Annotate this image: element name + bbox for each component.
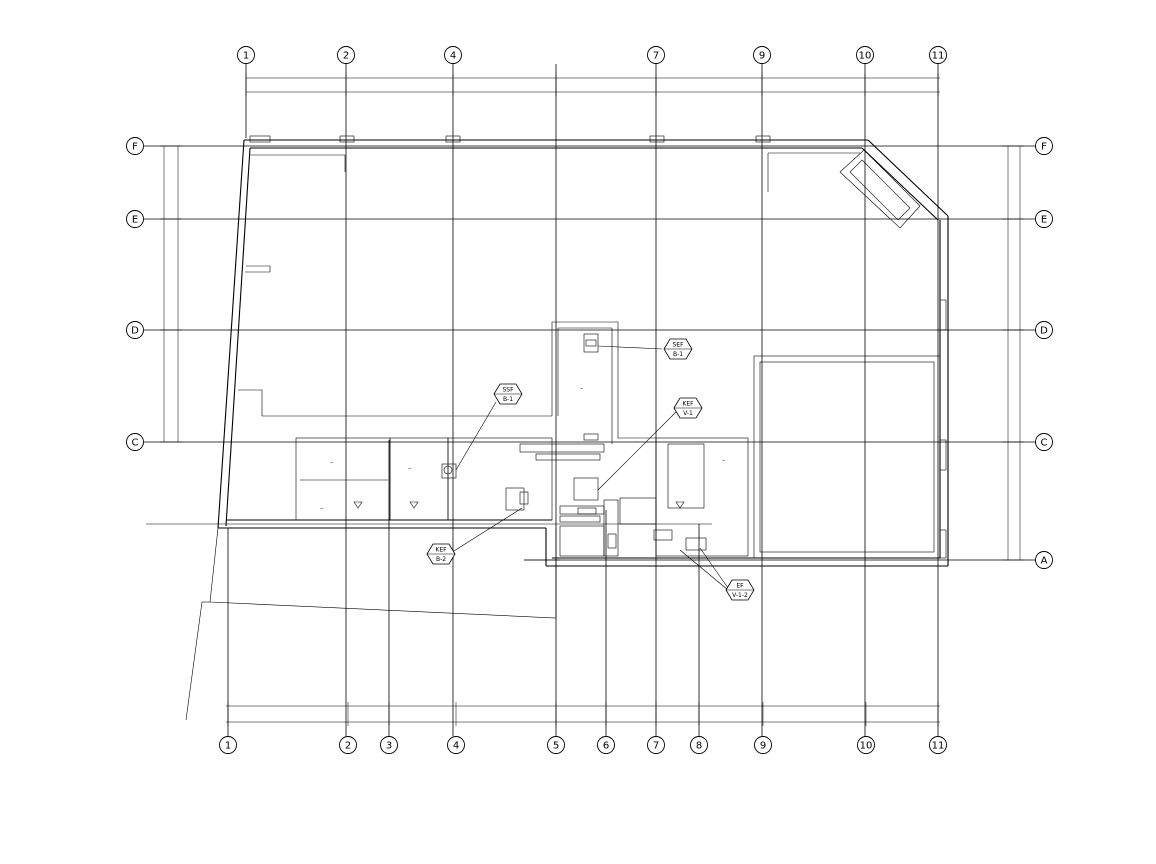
svg-text:~: ~ (320, 506, 323, 511)
svg-text:B-2: B-2 (436, 556, 446, 563)
svg-text:A: A (1041, 556, 1048, 567)
svg-text:4: 4 (450, 51, 456, 62)
fan-kef-v1 (573, 477, 599, 501)
grid-bubble-bottom-3: 3 (380, 736, 398, 754)
svg-text:B-1: B-1 (673, 351, 683, 358)
fan-sef (583, 333, 599, 353)
grid-bubble-right-D: D (1035, 321, 1053, 339)
right-dimension-lines (1002, 145, 1024, 561)
equipment-tag-kef-b-2: KEF B-2 (426, 543, 456, 565)
grid-bubble-top-11: 11 (929, 46, 947, 64)
grid-bubble-right-A: A (1035, 551, 1053, 569)
svg-text:6: 6 (603, 741, 609, 752)
bottom-dimension-lines (226, 702, 940, 726)
svg-text:2: 2 (343, 51, 349, 62)
svg-text:4: 4 (453, 741, 459, 752)
left-dimension-lines (160, 145, 182, 443)
svg-text:D: D (131, 326, 139, 337)
svg-text:KEF: KEF (435, 547, 447, 554)
grid-bubble-bottom-4: 4 (447, 736, 465, 754)
svg-text:KEF: KEF (682, 401, 694, 408)
grid-bubble-left-E: E (126, 210, 144, 228)
equipment-tag-kef-v-1: KEF V-1 (673, 397, 703, 419)
grid-bubble-bottom-2: 2 (339, 736, 357, 754)
svg-text:C: C (1041, 438, 1048, 449)
svg-text:F: F (1041, 142, 1047, 153)
svg-text:~: ~ (330, 460, 333, 465)
grid-bubble-bottom-5: 5 (547, 736, 565, 754)
grid-bubble-bottom-7: 7 (647, 736, 665, 754)
grid-bubble-right-F: F (1035, 137, 1053, 155)
svg-text:7: 7 (653, 741, 659, 752)
svg-text:SSF: SSF (502, 387, 514, 394)
equipment: ~ ~ ~ ~ ~ (320, 333, 729, 591)
svg-text:EF: EF (736, 583, 744, 590)
svg-text:B-1: B-1 (503, 396, 513, 403)
grid-bubble-bottom-1: 1 (219, 736, 237, 754)
equipment-tag-ef-v-1-2: EF V-1-2 (725, 579, 755, 601)
fan-ef-v12 (685, 537, 707, 551)
svg-text:1: 1 (225, 741, 231, 752)
svg-text:10: 10 (859, 51, 872, 62)
svg-text:E: E (132, 215, 138, 226)
building-walls (146, 135, 949, 721)
grid-bubble-right-C: C (1035, 433, 1053, 451)
grid-bubble-bottom-11: 11 (929, 736, 947, 754)
grid-bubble-top-1: 1 (237, 46, 255, 64)
grid-bubble-top-4: 4 (444, 46, 462, 64)
svg-text:7: 7 (653, 51, 659, 62)
svg-text:E: E (1041, 215, 1047, 226)
svg-text:3: 3 (386, 741, 392, 752)
grid-lines (144, 62, 1036, 736)
svg-text:9: 9 (759, 51, 765, 62)
svg-text:11: 11 (932, 51, 945, 62)
svg-text:11: 11 (932, 741, 945, 752)
svg-text:1: 1 (243, 51, 249, 62)
grid-bubble-left-C: C (126, 433, 144, 451)
svg-text:2: 2 (345, 741, 351, 752)
grid-bubble-bottom-10: 10 (857, 736, 875, 754)
grid-bubble-bottom-6: 6 (597, 736, 615, 754)
grid-bubble-left-D: D (126, 321, 144, 339)
grid-bubble-top-7: 7 (647, 46, 665, 64)
grid-bubble-bottom-8: 8 (690, 736, 708, 754)
svg-text:V-1: V-1 (683, 410, 693, 417)
svg-text:C: C (132, 438, 139, 449)
svg-text:D: D (1040, 326, 1048, 337)
grid-bubble-right-E: E (1035, 210, 1053, 228)
fan-ssf (441, 463, 457, 479)
equipment-tag-sef-b-1: SEF B-1 (663, 338, 693, 360)
svg-text:5: 5 (553, 741, 559, 752)
fan-kef-b2 (505, 487, 525, 511)
svg-text:SEF: SEF (672, 342, 684, 349)
svg-text:V-1-2: V-1-2 (732, 592, 748, 599)
grid-bubble-left-F: F (126, 137, 144, 155)
svg-text:9: 9 (760, 741, 766, 752)
equipment-tag-ssf-b-1: SSF B-1 (493, 383, 523, 405)
svg-text:~: ~ (580, 386, 583, 391)
svg-text:8: 8 (696, 741, 702, 752)
svg-text:10: 10 (860, 741, 873, 752)
top-dimension-lines (245, 74, 940, 96)
grid-bubble-top-9: 9 (753, 46, 771, 64)
grid-bubble-top-2: 2 (337, 46, 355, 64)
grid-bubble-top-10: 10 (856, 46, 874, 64)
grid-bubble-bottom-9: 9 (754, 736, 772, 754)
svg-text:~: ~ (722, 458, 725, 463)
svg-text:F: F (132, 142, 138, 153)
svg-text:~: ~ (408, 466, 411, 471)
